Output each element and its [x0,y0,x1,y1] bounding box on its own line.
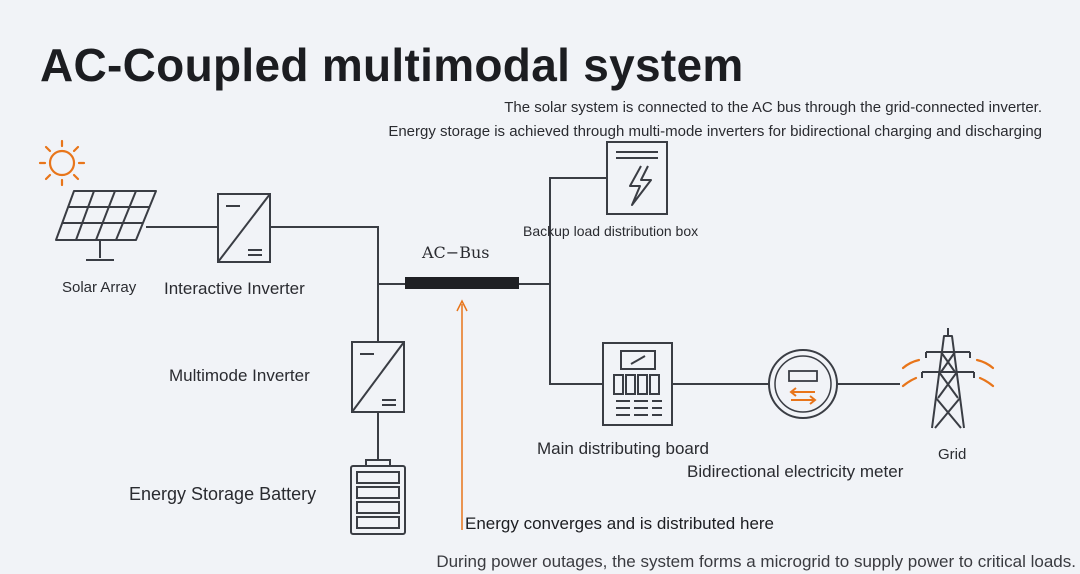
main-board-icon [602,342,673,426]
backup-box-label: Backup load distribution box [523,223,699,239]
interactive-inverter-icon [217,193,271,263]
multimode-inverter-label: Multimode Inverter [169,366,310,385]
grid-power-wave-icon [901,358,995,388]
solar-array-label: Solar Array [62,279,137,296]
ac-bus-bar [405,277,519,289]
main-board-label: Main distributing board [537,439,709,458]
wire-bus-to-main-board [549,284,603,385]
ac-bus-label: AC−Bus [422,243,490,262]
meter-icon [768,349,838,419]
backup-box-icon [606,141,668,215]
page-title: AC-Coupled multimodal system [40,39,744,91]
footer-note: During power outages, the system forms a… [436,552,1076,571]
wiring [146,177,900,460]
energy-storage-battery-label: Energy Storage Battery [129,484,317,504]
subtitle-line-2: Energy storage is achieved through multi… [388,123,1042,140]
convergence-annotation: Energy converges and is distributed here [465,514,775,533]
wire-inverter-to-bus [270,226,405,285]
grid-label: Grid [938,446,967,463]
power-tower-icon [921,328,975,429]
interactive-inverter-label: Interactive Inverter [164,279,305,298]
convergence-arrow [456,299,468,530]
sun-icon [38,139,86,187]
meter-label: Bidirectional electricity meter [687,462,904,481]
solar-panel-icon [55,190,157,261]
multimode-inverter-icon [351,341,405,413]
subtitle-line-1: The solar system is connected to the AC … [504,99,1042,116]
wire-bus-to-backup-box [519,177,607,285]
battery-icon [350,459,406,535]
